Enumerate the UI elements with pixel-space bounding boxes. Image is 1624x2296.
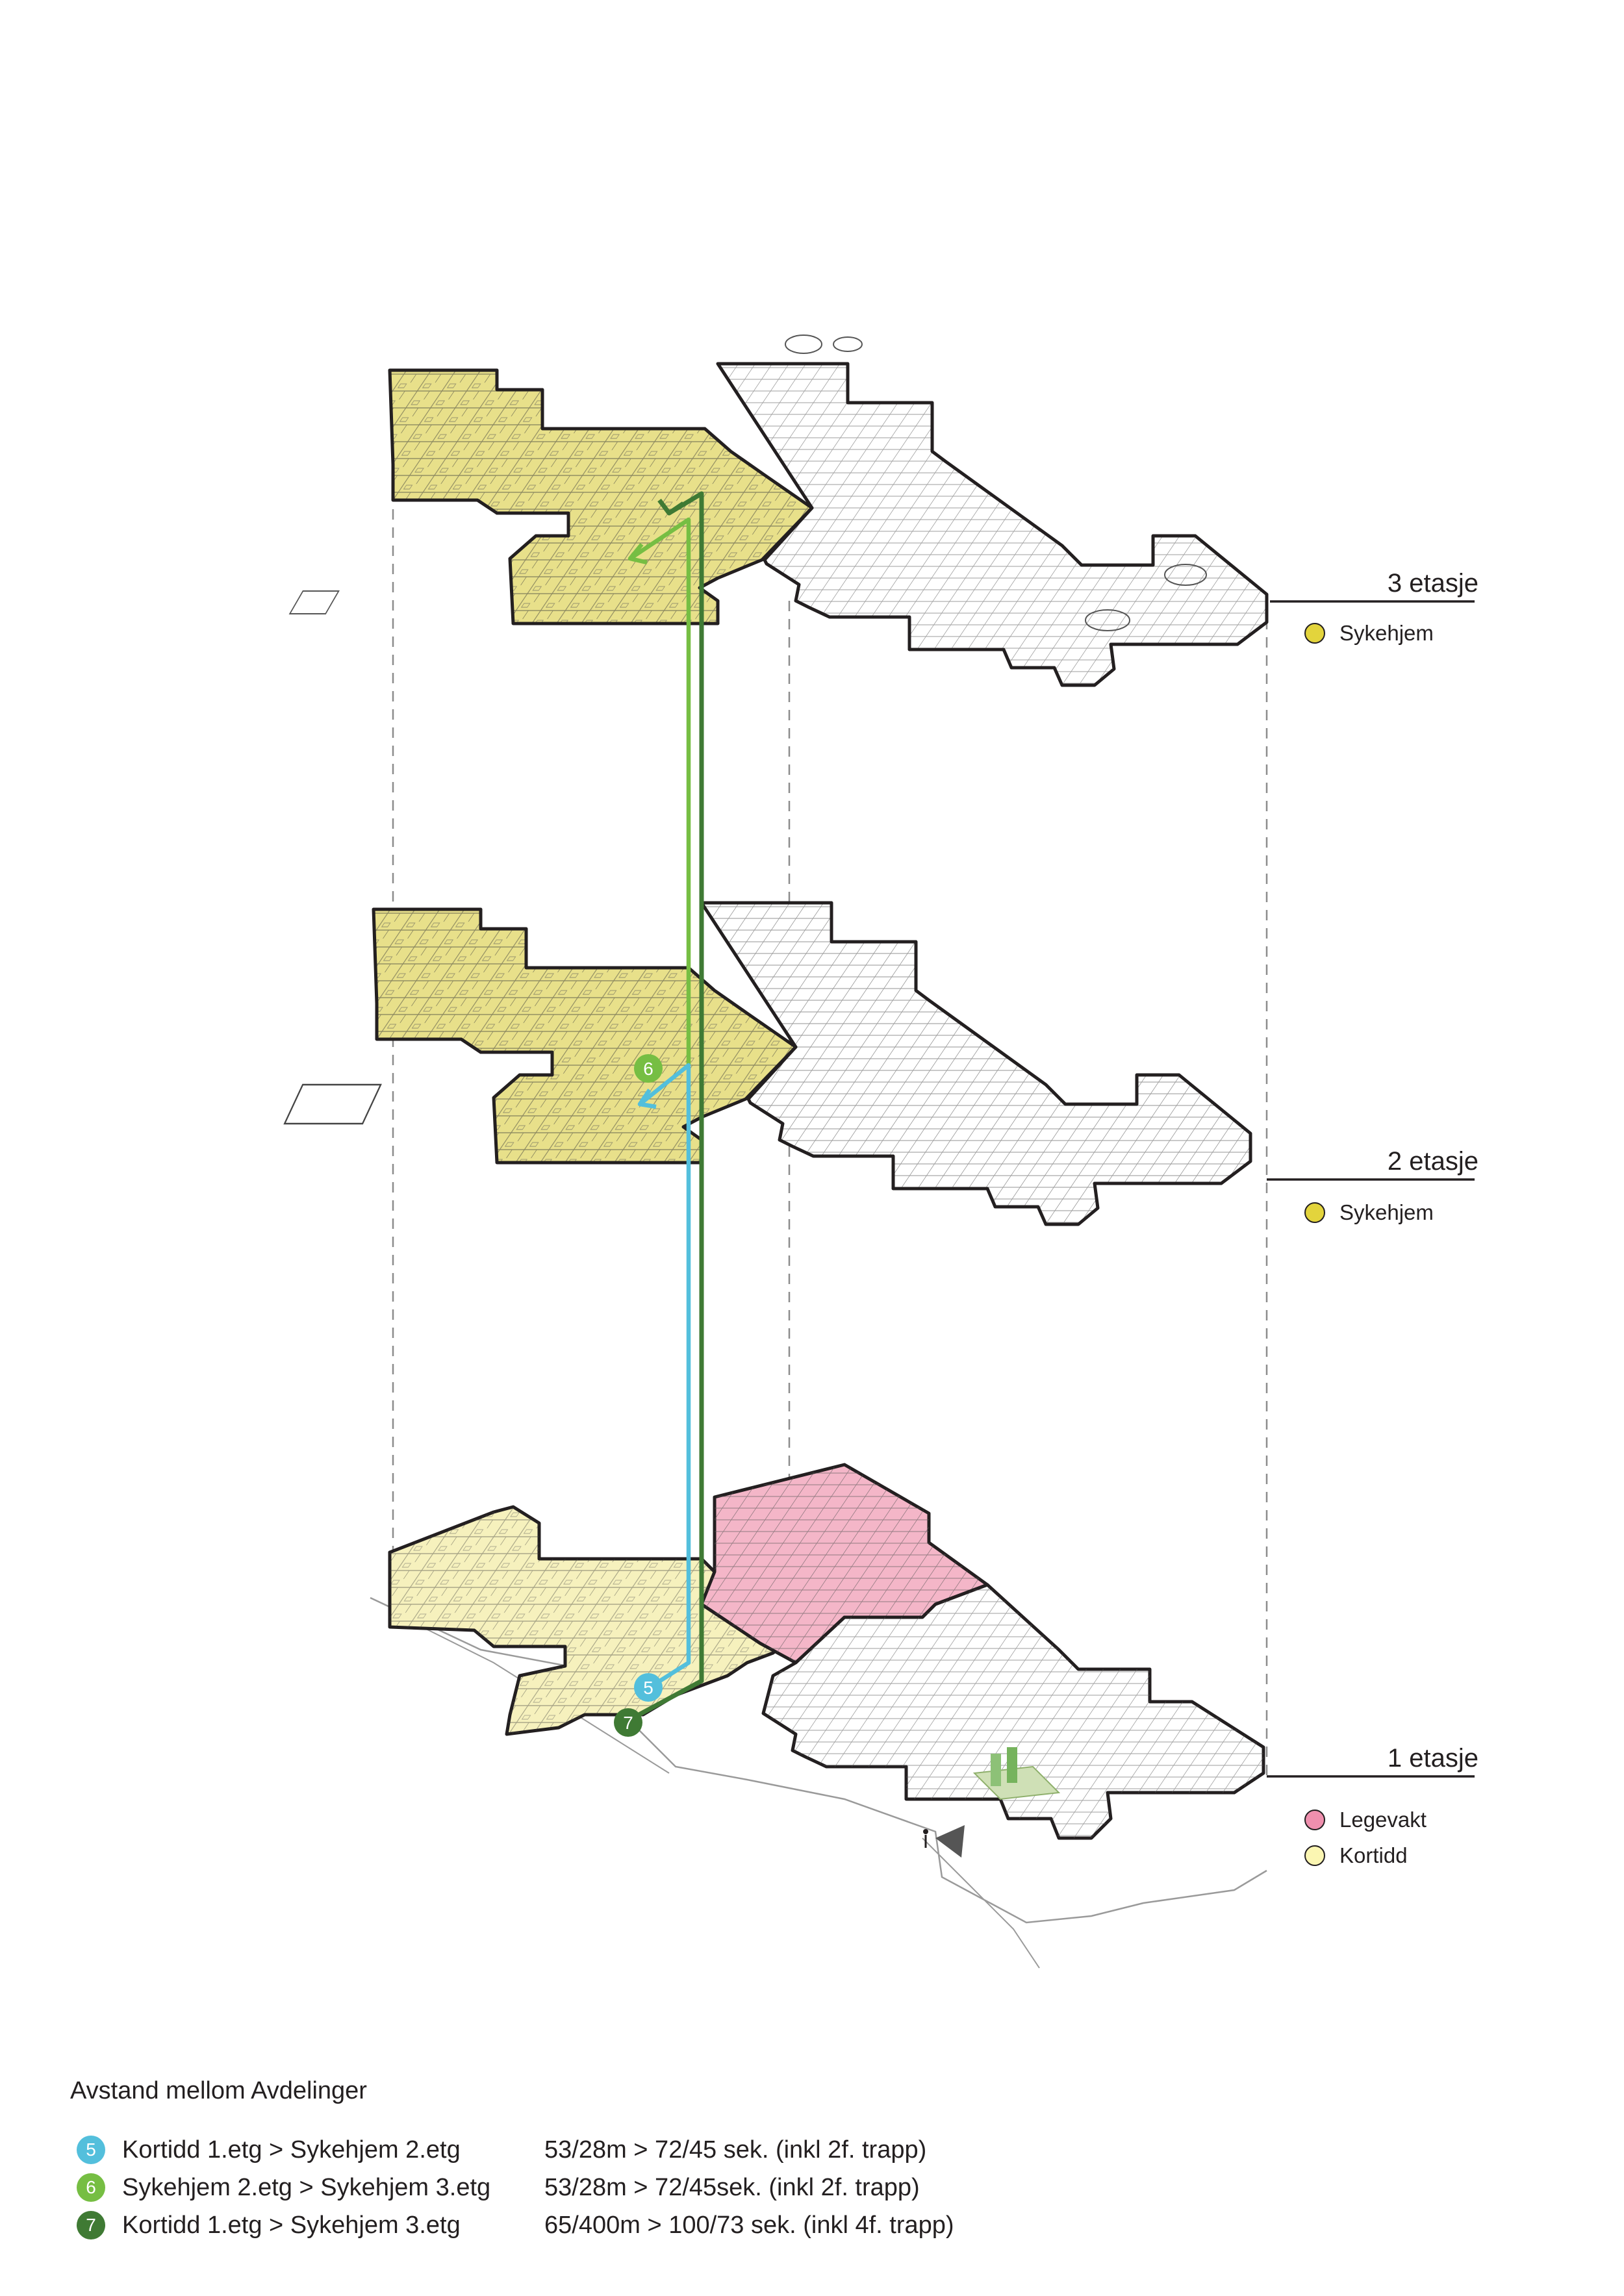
- floor-1-title: 1 etasje: [1387, 1744, 1478, 1772]
- kortidd-swatch: [1304, 1845, 1325, 1866]
- floor-3-white-wing: [718, 364, 1267, 685]
- route-value: 65/400m > 100/73 sek. (inkl 4f. trapp): [544, 2211, 954, 2239]
- floor-1-legend-legevakt: Legevakt: [1304, 1808, 1427, 1832]
- route-badge-7: 7: [77, 2211, 105, 2239]
- floor-3-legend-sykehjem: Sykehjem: [1304, 621, 1434, 646]
- entrance-arrow-icon: [923, 1825, 965, 1858]
- route-marker-7-circle: [614, 1708, 642, 1737]
- route-marker-5: 5: [634, 1673, 663, 1702]
- floor-2-white-wing: [702, 903, 1250, 1224]
- floor-3-plan: [288, 334, 1267, 685]
- route-value: 53/28m > 72/45sek. (inkl 2f. trapp): [544, 2173, 920, 2201]
- route-row-6: 6 Sykehjem 2.etg > Sykehjem 3.etg 53/28m…: [77, 2171, 920, 2204]
- route-badge-6: 6: [77, 2173, 105, 2202]
- floor-3-title: 3 etasje: [1387, 569, 1478, 598]
- legend-label: Kortidd: [1339, 1843, 1408, 1867]
- route-marker-6-number: 6: [643, 1059, 653, 1079]
- floor-2-plan: [283, 903, 1250, 1224]
- sykehjem-swatch: [1304, 1202, 1325, 1223]
- courtyard-trees: [972, 1747, 1061, 1800]
- legend-label: Sykehjem: [1339, 621, 1434, 645]
- route-7-path: [626, 491, 704, 1724]
- sykehjem-swatch: [1304, 623, 1325, 644]
- route-marker-6: 6: [634, 1054, 663, 1083]
- route-5-path: [637, 1063, 691, 1689]
- floor-2-title: 2 etasje: [1387, 1147, 1478, 1176]
- route-marker-7-number: 7: [623, 1713, 633, 1733]
- distances-title: Avstand mellom Avdelinger: [70, 2077, 367, 2104]
- route-label: Sykehjem 2.etg > Sykehjem 3.etg: [122, 2173, 491, 2201]
- route-row-7: 7 Kortidd 1.etg > Sykehjem 3.etg 65/400m…: [77, 2209, 954, 2241]
- floor-leader-lines: [1267, 600, 1475, 1778]
- legevakt-swatch: [1304, 1810, 1325, 1830]
- route-badge-5: 5: [77, 2136, 105, 2164]
- route-6-path: [628, 517, 691, 1065]
- floor-2-legend-sykehjem: Sykehjem: [1304, 1200, 1434, 1225]
- route-label: Kortidd 1.etg > Sykehjem 2.etg: [122, 2136, 461, 2164]
- route-value: 53/28m > 72/45 sek. (inkl 2f. trapp): [544, 2136, 927, 2164]
- legend-label: Legevakt: [1339, 1808, 1427, 1832]
- route-marker-5-number: 5: [643, 1678, 653, 1698]
- route-row-5: 5 Kortidd 1.etg > Sykehjem 2.etg 53/28m …: [77, 2134, 926, 2166]
- route-marker-7: 7: [614, 1708, 642, 1737]
- legend-label: Sykehjem: [1339, 1200, 1434, 1224]
- floor-1-legend-kortidd: Kortidd: [1304, 1843, 1408, 1868]
- floor-1-plan: [370, 1463, 1267, 1969]
- route-label: Kortidd 1.etg > Sykehjem 3.etg: [122, 2211, 461, 2239]
- route-marker-6-circle: [634, 1054, 663, 1083]
- route-marker-5-circle: [634, 1673, 663, 1702]
